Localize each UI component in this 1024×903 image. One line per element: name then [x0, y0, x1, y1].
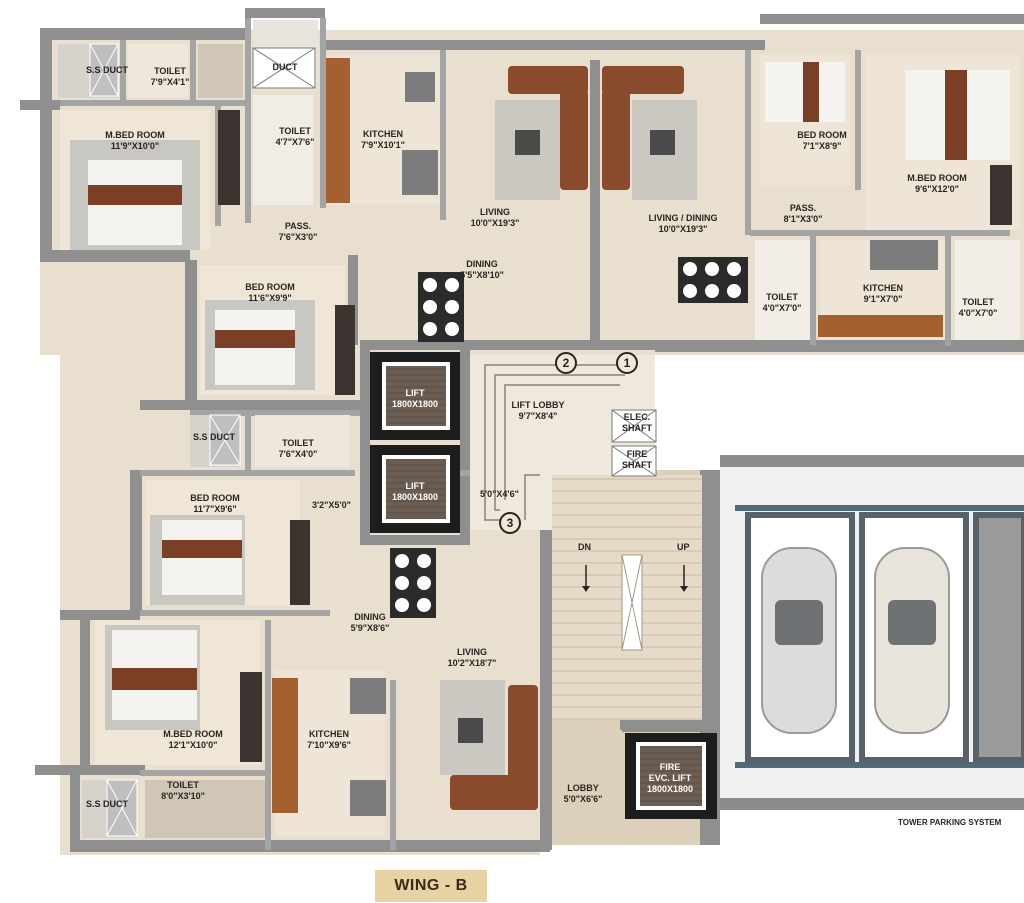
stair-down-label: DN: [578, 542, 591, 552]
passage-label: PASS.7'6"X3'0": [278, 221, 318, 242]
shafts: [611, 409, 657, 477]
beds: [88, 62, 1010, 720]
ss-duct-label: S.S DUCT: [192, 432, 236, 442]
duct-top: [252, 47, 316, 89]
ss-ducts: [89, 43, 241, 837]
elec-shaft-label: ELEC.SHAFT: [622, 412, 652, 433]
lifts: [370, 352, 717, 819]
tower-parking-label: TOWER PARKING SYSTEM: [898, 818, 1002, 827]
lobby-passage-dimension: 5'0"X4'6": [480, 489, 519, 499]
wing-label: WING - B: [375, 870, 487, 902]
entrance-marker-1: 1: [616, 352, 638, 374]
sofas: [440, 66, 697, 810]
duct-label: DUCT: [272, 62, 298, 72]
entrance-marker-3: 3: [499, 512, 521, 534]
bedroom-passage-dimension: 3'2"X5'0": [312, 500, 351, 510]
parking-system: [720, 455, 1024, 810]
stair-core: [582, 554, 688, 651]
kitchen-counters: [272, 58, 943, 816]
passage-label: PASS.8'1"X3'0": [783, 203, 823, 224]
wardrobes: [218, 110, 1012, 762]
ss-duct-label: S.S DUCT: [85, 799, 129, 809]
ss-duct-label: S.S DUCT: [85, 65, 129, 75]
dining-tables: [390, 257, 748, 618]
outer-walls: [20, 8, 1024, 852]
entrance-marker-2: 2: [555, 352, 577, 374]
stair-up-label: UP: [677, 542, 690, 552]
